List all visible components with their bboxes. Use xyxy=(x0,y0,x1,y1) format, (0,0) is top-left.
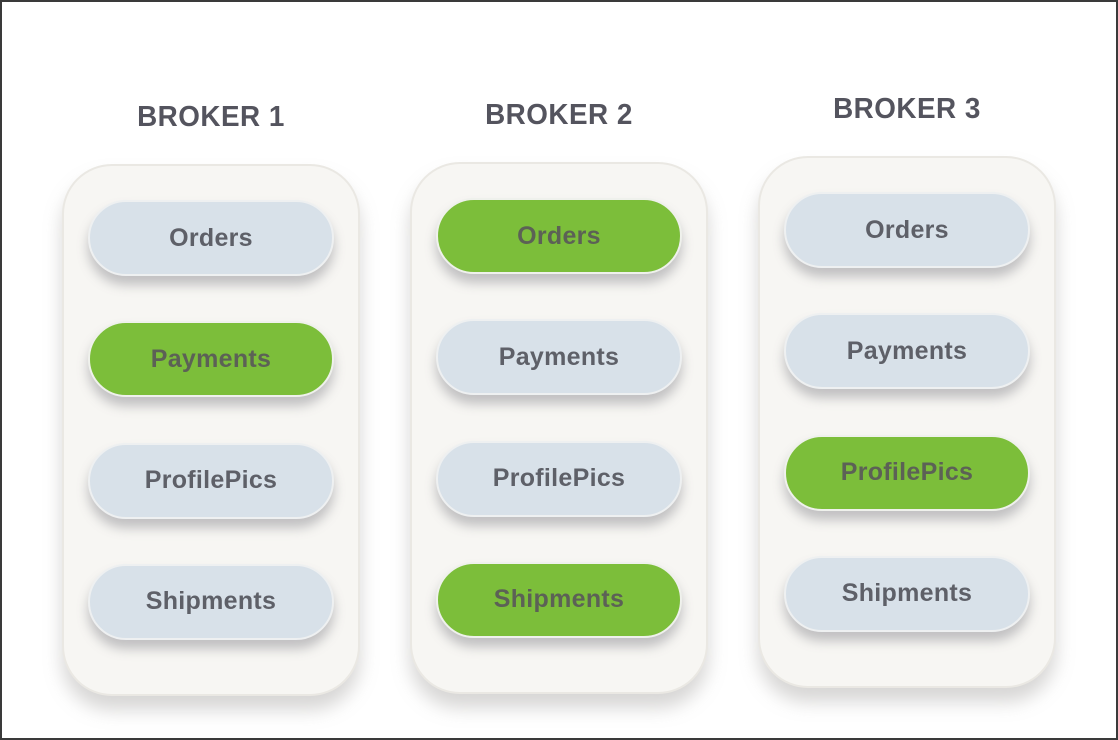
broker2-topic-shipments: Shipments xyxy=(436,561,682,638)
broker3-topic-profilepics: ProfilePics xyxy=(784,434,1030,511)
broker-2-panel: Orders Payments ProfilePics Shipments xyxy=(410,162,708,694)
broker-3-column: BROKER 3 Orders Payments ProfilePics Shi… xyxy=(758,92,1056,688)
broker-3-panel: Orders Payments ProfilePics Shipments xyxy=(758,156,1056,688)
broker-2-title: BROKER 2 xyxy=(485,99,633,131)
broker-3-title: BROKER 3 xyxy=(833,93,981,125)
broker3-topic-payments: Payments xyxy=(784,313,1030,390)
broker-1-title: BROKER 1 xyxy=(137,101,285,133)
broker2-topic-orders: Orders xyxy=(436,198,682,274)
broker3-topic-orders: Orders xyxy=(784,192,1030,268)
broker-1-panel: Orders Payments ProfilePics Shipments xyxy=(62,164,360,696)
broker3-topic-shipments: Shipments xyxy=(784,555,1030,632)
broker2-topic-profilepics: ProfilePics xyxy=(436,440,682,517)
broker1-topic-shipments: Shipments xyxy=(88,563,334,640)
broker-2-column: BROKER 2 Orders Payments ProfilePics Shi… xyxy=(410,98,708,694)
broker2-topic-payments: Payments xyxy=(436,319,682,396)
broker1-topic-orders: Orders xyxy=(88,200,334,276)
broker1-topic-profilepics: ProfilePics xyxy=(88,442,334,519)
broker-1-column: BROKER 1 Orders Payments ProfilePics Shi… xyxy=(62,100,360,696)
broker1-topic-payments: Payments xyxy=(88,321,334,398)
